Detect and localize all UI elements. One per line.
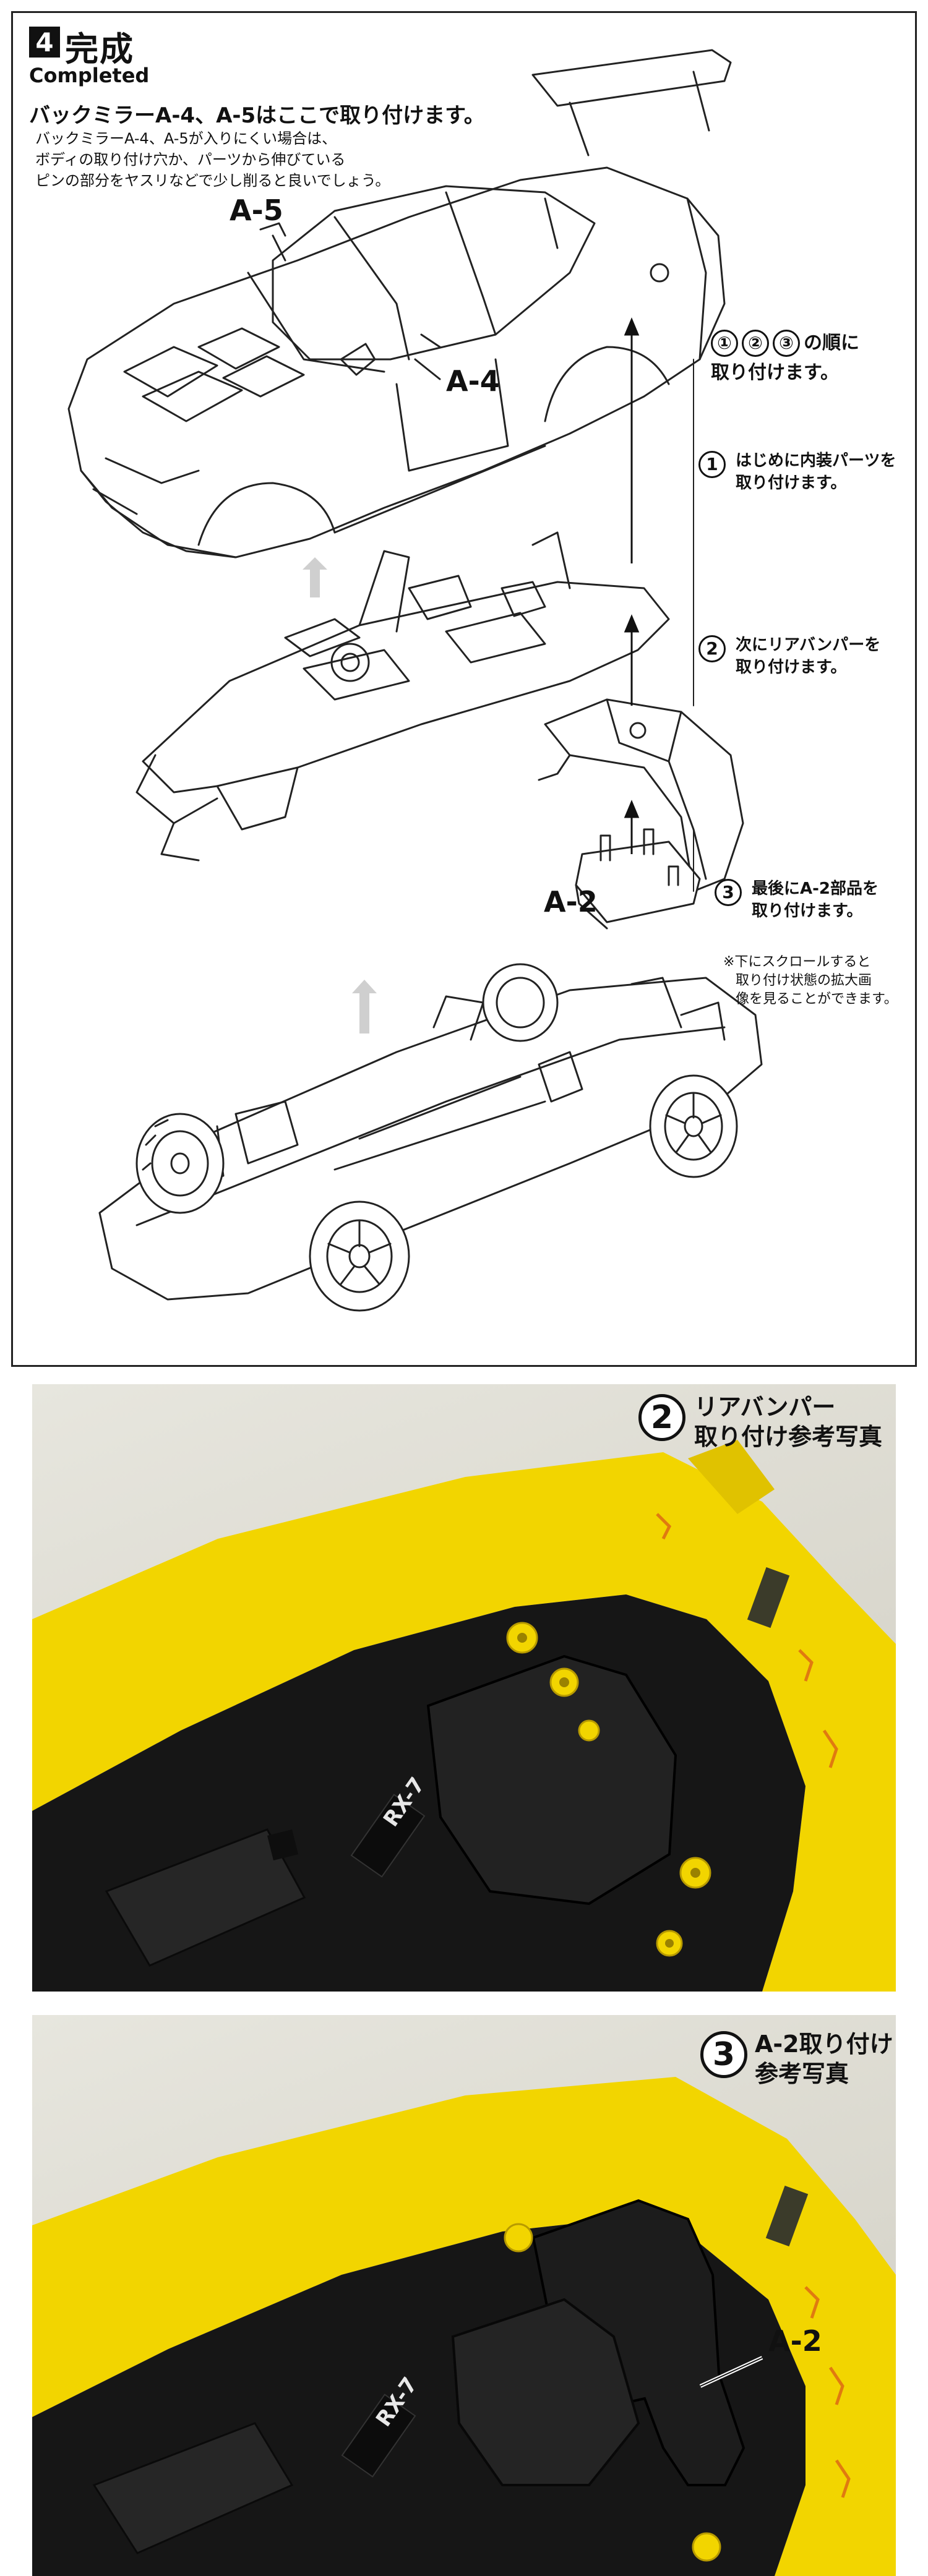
- headline: バックミラーA-4、A-5はここで取り付けます。: [29, 103, 485, 128]
- photo2-label-a2: A-2: [768, 2324, 822, 2358]
- instruction-3-num: 3: [715, 879, 742, 906]
- note-line-1: バックミラーA-4、A-5が入りにくい場合は、: [35, 130, 337, 147]
- photo2-number-badge: 3: [700, 2031, 747, 2078]
- photo1-label-line-2: 取り付け参考写真: [694, 1423, 883, 1450]
- exploded-view-illustration: [67, 49, 763, 1312]
- order-text-1: の順に: [804, 332, 859, 354]
- a5-leader-line: [272, 234, 286, 262]
- gray-arrows: [303, 557, 377, 1033]
- photo2-illustration: [32, 2077, 896, 2576]
- instruction-2-num: 2: [698, 635, 726, 662]
- scroll-note-line-2: 取り付け状態の拡大画: [736, 973, 872, 988]
- note-line-2: ボディの取り付け穴か、パーツから伸びている: [35, 151, 346, 168]
- instruction-3-line-1: 最後にA-2部品を: [752, 879, 879, 898]
- instruction-3-line-2: 取り付けます。: [752, 902, 863, 920]
- rear-left-wheel-drawing: [482, 963, 559, 1042]
- photo2-label-line-2: 参考写真: [755, 2060, 849, 2087]
- instruction-2-line-2: 取り付けます。: [736, 658, 847, 677]
- instruction-1-num: 1: [698, 451, 726, 478]
- rear-right-wheel-drawing: [649, 1074, 738, 1178]
- label-a2: A-2: [544, 885, 598, 918]
- step-subtitle: Completed: [29, 64, 150, 87]
- order-num-2: ②: [742, 330, 769, 357]
- step-number-badge: 4: [29, 27, 60, 58]
- photo1-label-line-1: リアバンパー: [694, 1393, 836, 1421]
- front-left-wheel-drawing: [135, 1113, 225, 1214]
- scroll-note-line-1: ※下にスクロールすると: [723, 954, 871, 970]
- order-num-1: ①: [711, 330, 738, 357]
- photo2-label-line-1: A-2取り付け: [755, 2030, 893, 2058]
- label-a4: A-4: [446, 364, 500, 398]
- photo1-number-badge: 2: [638, 1394, 685, 1441]
- instruction-1-line-2: 取り付けます。: [736, 474, 847, 492]
- front-right-wheel-drawing: [309, 1200, 410, 1312]
- note-line-3: ピンの部分をヤスリなどで少し削ると良いでしょう。: [35, 172, 390, 189]
- scroll-note-line-3: 像を見ることができます。: [736, 991, 898, 1007]
- interior-parts-drawing: [135, 531, 670, 862]
- instruction-1-line-1: はじめに内装パーツを: [736, 451, 896, 470]
- chassis-drawing: [98, 963, 763, 1312]
- part-a2-drawing: [575, 828, 701, 930]
- car-body-drawing: [67, 49, 732, 558]
- label-a5: A-5: [230, 194, 283, 227]
- step-title: 完成: [65, 30, 134, 69]
- order-num-3: ③: [773, 330, 800, 357]
- instruction-2-line-1: 次にリアバンパーを: [736, 636, 881, 654]
- photo1-illustration: [32, 1440, 896, 1992]
- photo-rear-bumper-reference: RX-7 2 リアバンパー 取り付け参考写真: [32, 1384, 896, 1992]
- assembly-diagram-panel: 4 完成 Completed バックミラーA-4、A-5はここで取り付けます。 …: [11, 11, 917, 1367]
- a4-leader-line: [414, 358, 441, 380]
- order-text-2: 取り付けます。: [711, 362, 839, 383]
- photo-a2-reference: RX-7 3 A-2取り付け 参考写真 A-2: [32, 2015, 896, 2576]
